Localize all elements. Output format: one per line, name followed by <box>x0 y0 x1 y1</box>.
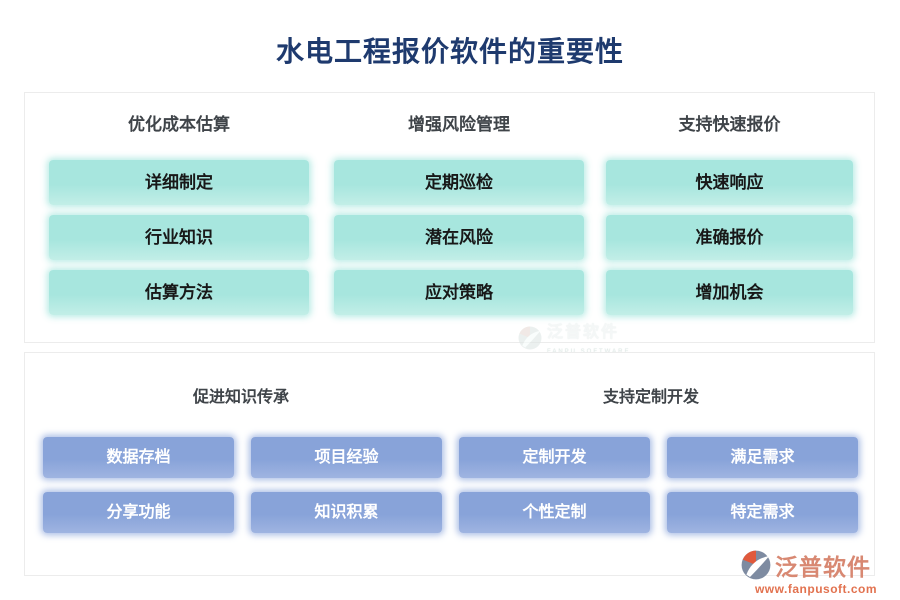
footer-brand: 泛普软件 www.fanpusoft.com <box>741 548 891 596</box>
group-header-custom-dev: 支持定制开发 <box>602 389 699 406</box>
fanpu-logo-icon <box>741 550 771 580</box>
column-header: 优化成本估算 <box>128 115 230 134</box>
item-card: 详细制定 <box>49 160 309 205</box>
column-header: 支持快速报价 <box>678 115 781 134</box>
brand-url: www.fanpusoft.com <box>754 582 878 596</box>
bottom-grid: 数据存档 项目经验 定制开发 满足需求 分享功能 知识积累 个性定制 特定需求 <box>43 437 858 533</box>
item-card: 估算方法 <box>49 270 309 315</box>
item-card: 项目经验 <box>251 437 442 478</box>
bottom-panel: 促进知识传承 支持定制开发 数据存档 项目经验 定制开发 满足需求 分享功能 知… <box>24 352 875 576</box>
item-card: 满足需求 <box>667 437 858 478</box>
item-card: 行业知识 <box>49 215 309 260</box>
top-panel: 优化成本估算 详细制定 行业知识 估算方法 增强风险管理 定期巡检 潜在风险 应… <box>24 92 875 355</box>
item-card: 快速响应 <box>606 160 853 205</box>
item-card: 特定需求 <box>667 492 858 533</box>
group-header-knowledge: 促进知识传承 <box>192 389 289 406</box>
brand-name: 泛普软件 <box>775 554 871 580</box>
page-title: 水电工程报价软件的重要性 <box>275 36 624 67</box>
column-cost-estimation: 优化成本估算 详细制定 行业知识 估算方法 <box>49 93 309 315</box>
item-card: 数据存档 <box>43 437 234 478</box>
item-card: 准确报价 <box>606 215 853 260</box>
item-card: 增加机会 <box>606 270 853 315</box>
fanpu-logo-icon <box>518 326 542 350</box>
item-card: 定制开发 <box>459 437 650 478</box>
column-fast-quotation: 支持快速报价 快速响应 准确报价 增加机会 <box>606 93 853 315</box>
item-card: 应对策略 <box>334 270 584 315</box>
column-header: 增强风险管理 <box>408 115 510 134</box>
item-card: 分享功能 <box>43 492 234 533</box>
item-card: 潜在风险 <box>334 215 584 260</box>
column-risk-management: 增强风险管理 定期巡检 潜在风险 应对策略 <box>334 93 584 315</box>
item-card: 个性定制 <box>459 492 650 533</box>
item-card: 定期巡检 <box>334 160 584 205</box>
item-card: 知识积累 <box>251 492 442 533</box>
